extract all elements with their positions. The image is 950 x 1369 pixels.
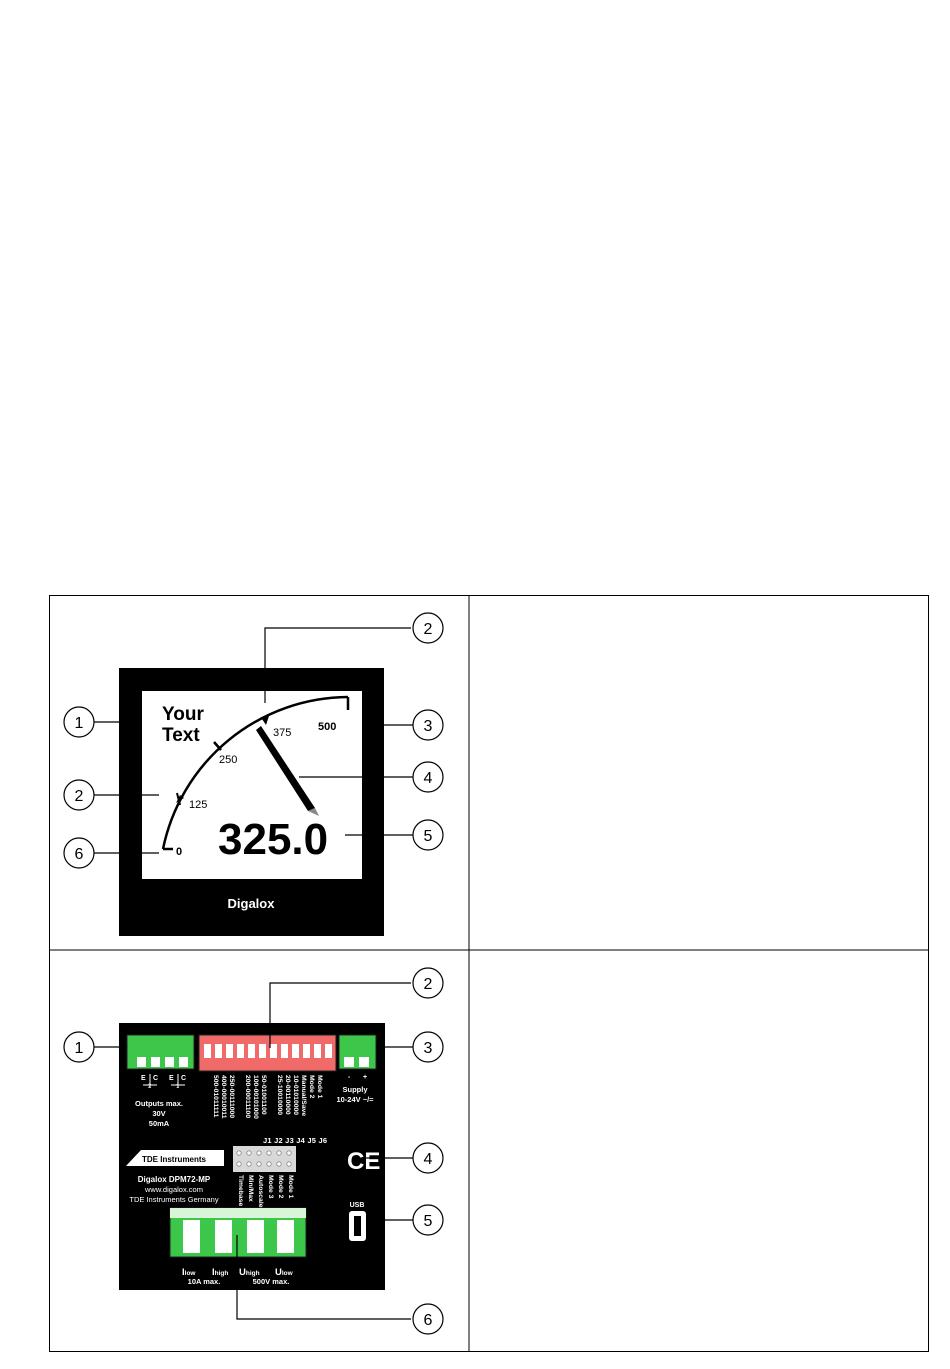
max-marker-icon	[262, 713, 270, 725]
svg-text:10A max.: 10A max.	[188, 1277, 221, 1286]
svg-text:-: -	[348, 1074, 351, 1081]
svg-text:Ihigh: Ihigh	[212, 1267, 228, 1278]
front-panel-figure: Your Text 0 125 250 375 500 325.0 Digalo…	[63, 612, 444, 936]
back-callout-5	[412, 1204, 444, 1236]
svg-text:Mode 1: Mode 1	[287, 1175, 294, 1199]
svg-text:1: 1	[75, 1040, 84, 1057]
svg-text:4: 4	[424, 770, 433, 787]
front-callout-3	[412, 709, 444, 741]
ce-mark: CE	[347, 1148, 380, 1175]
svg-text:20-00110000: 20-00110000	[284, 1075, 291, 1115]
front-callout-4	[412, 761, 444, 793]
svg-text:100-00101000: 100-00101000	[252, 1075, 259, 1119]
scale-label-125: 125	[189, 799, 207, 811]
svg-text:Outputs max.: Outputs max.	[135, 1099, 183, 1108]
website: www.digalox.com	[144, 1185, 203, 1194]
model-name: Digalox DPM72-MP	[138, 1175, 211, 1184]
front-callout-5	[412, 819, 444, 851]
back-callouts: 1 2 3 4 5 6	[63, 967, 444, 1335]
scale-label-250: 250	[219, 754, 237, 766]
back-callout-3	[412, 1031, 444, 1063]
jumper-labels: Mode 1 Mode 2 Mode 3 Autoscale Min/Max T…	[237, 1175, 294, 1208]
back-callout-1	[63, 1031, 95, 1063]
svg-text:Supply: Supply	[342, 1085, 368, 1094]
front-callouts: 1 2 6 2 3 4 5	[63, 612, 444, 869]
tde-logo-plate	[126, 1150, 224, 1166]
svg-text:30V: 30V	[152, 1109, 165, 1118]
svg-text:25-10010000: 25-10010000	[276, 1075, 283, 1115]
svg-text:1: 1	[75, 715, 84, 732]
svg-text:5: 5	[424, 1213, 433, 1230]
svg-text:2: 2	[424, 621, 433, 638]
svg-text:Min/Max: Min/Max	[247, 1175, 254, 1202]
jumper-block	[233, 1146, 296, 1172]
svg-text:10-01010000: 10-01010000	[292, 1075, 299, 1115]
svg-text:Mode 3: Mode 3	[267, 1175, 274, 1199]
tde-logo: TDE Instruments	[142, 1155, 207, 1164]
front-callout-2-top	[412, 612, 444, 644]
front-callout-lines	[94, 627, 413, 854]
svg-text:50-01001100: 50-01001100	[260, 1075, 267, 1115]
svg-text:C: C	[181, 1075, 186, 1082]
svg-text:200-00011100: 200-00011100	[244, 1075, 251, 1118]
jumper-pins	[236, 1150, 292, 1167]
svg-text:Autoscale: Autoscale	[257, 1175, 264, 1208]
scale-250-tick	[213, 741, 222, 751]
svg-text:3: 3	[424, 718, 433, 735]
svg-text:Ulow: Ulow	[275, 1267, 294, 1278]
svg-text:Mode 1: Mode 1	[316, 1075, 323, 1099]
svg-text:Mode 2: Mode 2	[277, 1175, 284, 1199]
svg-text:10-24V ~/=: 10-24V ~/=	[336, 1095, 374, 1104]
svg-text:250-00111000: 250-00111000	[228, 1075, 235, 1118]
svg-text:Uhigh: Uhigh	[239, 1267, 260, 1278]
svg-text:Mode 2: Mode 2	[308, 1075, 315, 1099]
svg-text:C: C	[153, 1075, 158, 1082]
svg-text:500V max.: 500V max.	[253, 1277, 290, 1286]
svg-text:2: 2	[424, 976, 433, 993]
figure-table: Your Text 0 125 250 375 500 325.0 Digalo…	[49, 595, 929, 1352]
dip-table: Mode 1 Mode 2 Manual/Save 10-01010000 20…	[212, 1075, 323, 1119]
pointer-tip	[308, 808, 319, 816]
svg-text:Ilow: Ilow	[182, 1267, 196, 1278]
scale-label-375: 375	[273, 727, 291, 739]
back-callout-6	[412, 1303, 444, 1335]
front-callout-1	[63, 706, 95, 738]
svg-text:50mA: 50mA	[149, 1119, 170, 1128]
back-panel-figure: E C E C 2 1 Outputs max. 30V 50mA Mode 1…	[63, 967, 444, 1335]
reading-value: 325.0	[218, 815, 328, 864]
transistor-symbols	[143, 1074, 185, 1088]
company: TDE Instruments Germany	[129, 1195, 218, 1204]
scale-arc	[161, 695, 349, 850]
measurement-slots	[183, 1220, 294, 1253]
back-callout-lines	[94, 982, 413, 1320]
svg-text:6: 6	[75, 846, 84, 863]
svg-text:USB: USB	[350, 1202, 365, 1209]
scale-label-0: 0	[176, 846, 182, 858]
svg-text:Manual/Save: Manual/Save	[300, 1075, 307, 1116]
svg-text:2: 2	[75, 788, 84, 805]
svg-text:500-01011111: 500-01011111	[212, 1075, 219, 1118]
svg-text:5: 5	[424, 828, 433, 845]
back-callout-2	[412, 967, 444, 999]
dip-switch-levers	[204, 1044, 332, 1058]
svg-text:400-00010011: 400-00010011	[220, 1075, 227, 1119]
pointer-needle	[256, 726, 315, 811]
svg-text:Timebase: Timebase	[237, 1175, 244, 1206]
jumper-header: J1 J2 J3 J4 J5 J6	[263, 1136, 327, 1145]
your-text-line2: Text	[162, 725, 200, 746]
your-text-line1: Your	[162, 704, 204, 725]
svg-text:E: E	[141, 1075, 146, 1082]
front-callout-6	[63, 837, 95, 869]
svg-text:+: +	[363, 1074, 367, 1081]
front-brand: Digalox	[228, 896, 276, 911]
svg-text:3: 3	[424, 1040, 433, 1057]
min-marker-stem	[176, 792, 181, 806]
svg-text:4: 4	[424, 1151, 433, 1168]
front-callout-2-left	[63, 779, 95, 811]
scale-label-500: 500	[318, 721, 336, 733]
svg-text:E: E	[169, 1075, 174, 1082]
back-callout-4	[412, 1142, 444, 1174]
svg-text:6: 6	[424, 1312, 433, 1329]
